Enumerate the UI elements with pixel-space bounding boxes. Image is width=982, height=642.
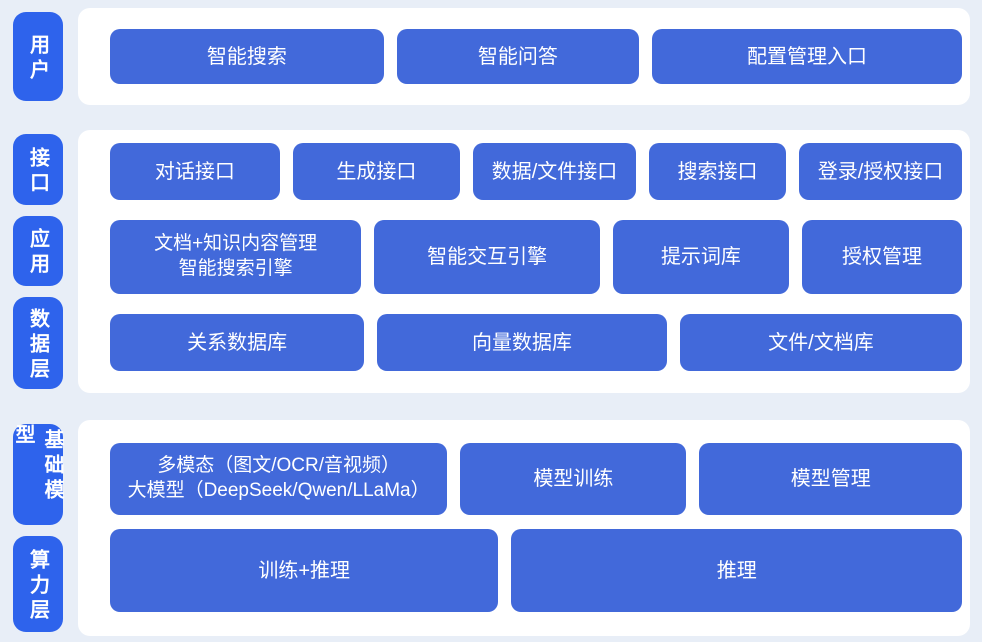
block-model-training: 模型训练	[460, 443, 687, 515]
user-layer-panel: 智能搜索 智能问答 配置管理入口	[78, 8, 970, 105]
bottom-layers-panel: 多模态（图文/OCR/音视频） 大模型（DeepSeek/Qwen/LLaMa）…	[78, 420, 970, 636]
tab-interface-layer: 接口	[13, 134, 63, 205]
bottom-layers-band: 基础模型 算力层 多模态（图文/OCR/音视频） 大模型（DeepSeek/Qw…	[12, 420, 970, 636]
block-line-2: 智能搜索引擎	[178, 258, 293, 279]
block-model-management: 模型管理	[699, 443, 962, 515]
bottom-layers-tab-column: 基础模型 算力层	[12, 420, 63, 636]
tab-compute-layer: 算力层	[13, 535, 63, 632]
user-layer-row: 智能搜索 智能问答 配置管理入口	[110, 29, 962, 84]
block-line-2: 大模型（DeepSeek/Qwen/LLaMa）	[127, 480, 430, 501]
block-auth-management: 授权管理	[801, 220, 963, 294]
interface-layer-row: 对话接口 生成接口 数据/文件接口 搜索接口 登录/授权接口	[110, 143, 962, 200]
block-line-1: 文档+知识内容管理	[154, 233, 318, 255]
tab-user-layer: 用户	[13, 12, 63, 101]
user-layer-tab-column: 用户	[13, 8, 63, 105]
block-vector-db: 向量数据库	[377, 314, 667, 371]
block-doc-knowledge-search-engine: 文档+知识内容管理 智能搜索引擎	[110, 220, 362, 294]
foundation-model-row: 多模态（图文/OCR/音视频） 大模型（DeepSeek/Qwen/LLaMa）…	[110, 443, 962, 515]
block-search-api: 搜索接口	[649, 143, 786, 200]
block-interaction-engine: 智能交互引擎	[374, 220, 600, 294]
tab-application-layer: 应用	[13, 215, 63, 287]
tab-data-layer: 数据层	[13, 297, 63, 389]
tab-foundation-model-layer: 基础模型	[12, 424, 63, 525]
block-file-doc-store: 文件/文档库	[679, 314, 962, 371]
application-layer-row: 文档+知识内容管理 智能搜索引擎 智能交互引擎 提示词库 授权管理	[110, 220, 963, 294]
block-data-file-api: 数据/文件接口	[472, 143, 636, 200]
block-inference: 推理	[511, 529, 962, 612]
data-layer-row: 关系数据库 向量数据库 文件/文档库	[110, 314, 962, 371]
block-multimodal-llm: 多模态（图文/OCR/音视频） 大模型（DeepSeek/Qwen/LLaMa）	[110, 443, 448, 515]
block-prompt-library: 提示词库	[612, 220, 789, 294]
user-layer-band: 用户 智能搜索 智能问答 配置管理入口	[13, 8, 970, 105]
block-dialog-api: 对话接口	[110, 143, 280, 200]
block-smart-search: 智能搜索	[110, 29, 384, 84]
middle-layers-panel: 对话接口 生成接口 数据/文件接口 搜索接口 登录/授权接口 文档+知识内容管理…	[78, 130, 970, 393]
block-login-auth-api: 登录/授权接口	[798, 143, 962, 200]
block-config-management-entry: 配置管理入口	[651, 29, 962, 84]
block-training-inference: 训练+推理	[110, 529, 499, 612]
block-relational-db: 关系数据库	[110, 314, 365, 371]
compute-layer-row: 训练+推理 推理	[110, 529, 962, 612]
block-generation-api: 生成接口	[292, 143, 460, 200]
block-smart-qa: 智能问答	[396, 29, 639, 84]
block-line-1: 多模态（图文/OCR/音视频）	[157, 455, 400, 477]
middle-layers-band: 接口 应用 数据层 对话接口 生成接口 数据/文件接口 搜索接口 登录/授权接口…	[13, 130, 970, 393]
middle-layers-tab-column: 接口 应用 数据层	[13, 130, 63, 393]
